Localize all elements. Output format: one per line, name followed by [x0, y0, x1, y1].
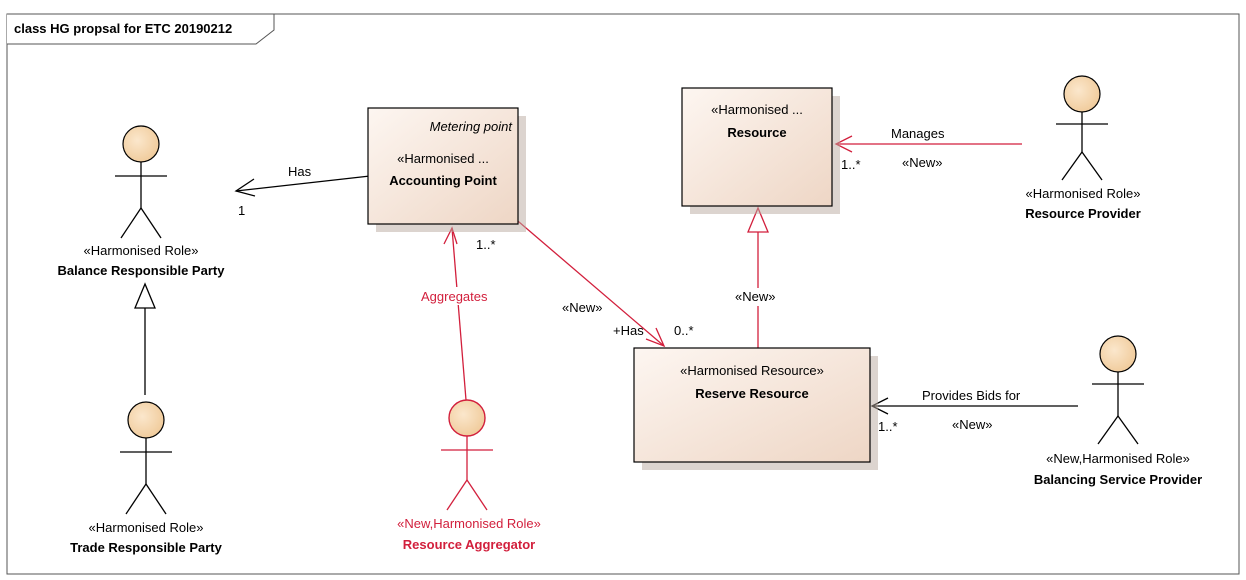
class-reserve-resource[interactable]: «Harmonised Resource» Reserve Resource	[633, 347, 878, 470]
aggregates-association[interactable]	[443, 226, 467, 401]
reserve-resource-stereotype: «Harmonised Resource»	[680, 363, 824, 378]
accounting-point-stereotype: «Harmonised ...	[397, 151, 489, 166]
actor-resource-aggregator[interactable]: «New,Harmonised Role» Resource Aggregato…	[397, 399, 541, 552]
manages-label: Manages	[891, 126, 945, 141]
bsp-stereotype: «New,Harmonised Role»	[1046, 451, 1190, 466]
class-accounting-point[interactable]: Metering point «Harmonised ... Accountin…	[367, 107, 526, 232]
rp-name: Resource Provider	[1025, 206, 1141, 221]
accounting-point-tag: Metering point	[430, 119, 514, 134]
has-multiplicity: 1	[238, 203, 245, 218]
trp-stereotype: «Harmonised Role»	[89, 520, 204, 535]
has-label: Has	[288, 164, 312, 179]
resource-generalization[interactable]	[747, 206, 769, 348]
manages-label-bg	[888, 125, 954, 142]
brp-stereotype: «Harmonised Role»	[84, 243, 199, 258]
ra-stereotype: «New,Harmonised Role»	[397, 516, 541, 531]
actor-resource-provider[interactable]: «Harmonised Role» Resource Provider	[1025, 75, 1141, 221]
diagram-frame	[6, 13, 1240, 575]
frame-title: class HG propsal for ETC 20190212	[14, 21, 232, 36]
reserve-has-multiplicity: 0..*	[674, 323, 694, 338]
has-association[interactable]	[234, 175, 371, 197]
frame-title-tab	[7, 13, 275, 45]
aggregates-label: Aggregates	[421, 289, 488, 304]
manages-multiplicity: 1..*	[841, 157, 861, 172]
actor-head-icon	[1099, 335, 1137, 373]
brp-name: Balance Responsible Party	[58, 263, 226, 278]
generalization-stereotype: «New»	[735, 289, 775, 304]
actor-head-icon	[1063, 75, 1101, 113]
bsp-name: Balancing Service Provider	[1034, 472, 1202, 487]
provides-bids-multiplicity: 1..*	[878, 419, 898, 434]
brp-generalization[interactable]	[134, 282, 156, 395]
manages-stereotype: «New»	[902, 155, 942, 170]
provides-bids-label: Provides Bids for	[922, 388, 1021, 403]
ra-name: Resource Aggregator	[403, 537, 535, 552]
resource-stereotype: «Harmonised ...	[711, 102, 803, 117]
reserve-has-stereotype: «New»	[562, 300, 602, 315]
aggregates-multiplicity: 1..*	[476, 237, 496, 252]
actor-balance-responsible-party[interactable]: «Harmonised Role» Balance Responsible Pa…	[58, 125, 226, 278]
actor-head-icon	[448, 399, 486, 437]
generalization-label-bg	[733, 288, 783, 306]
actor-trade-responsible-party[interactable]: «Harmonised Role» Trade Responsible Part…	[70, 401, 223, 555]
provides-bids-stereotype: «New»	[952, 417, 992, 432]
reserve-has-association[interactable]	[511, 215, 666, 348]
class-resource[interactable]: «Harmonised ... Resource	[681, 87, 840, 214]
actor-balancing-service-provider[interactable]: «New,Harmonised Role» Balancing Service …	[1034, 335, 1202, 487]
accounting-point-name: Accounting Point	[389, 173, 497, 188]
actor-head-icon	[127, 401, 165, 439]
resource-name: Resource	[727, 125, 786, 140]
aggregates-label-bg	[418, 287, 504, 305]
reserve-has-role: +Has	[613, 323, 644, 338]
trp-name: Trade Responsible Party	[70, 540, 222, 555]
rp-stereotype: «Harmonised Role»	[1026, 186, 1141, 201]
reserve-resource-name: Reserve Resource	[695, 386, 808, 401]
actor-head-icon	[122, 125, 160, 163]
